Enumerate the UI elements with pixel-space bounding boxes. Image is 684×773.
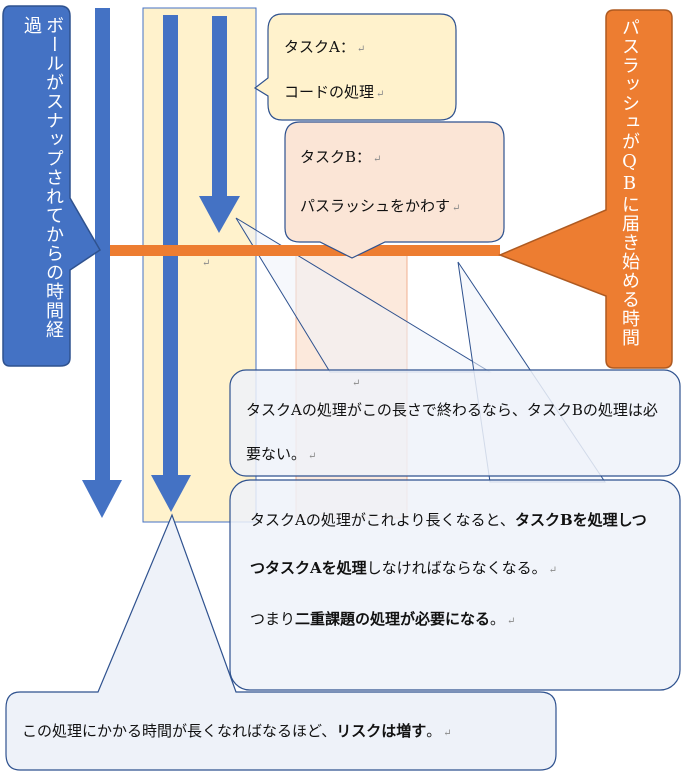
time-arrow-long	[82, 8, 122, 518]
task-b-box-shape	[284, 121, 505, 259]
right-banner-label: パスラッシュがQBに届き始める時間	[618, 18, 640, 358]
note2-paragraph2: つまり二重課題の処理が必要になる。↵	[250, 610, 516, 628]
task-b-body: パスラッシュをかわす↵	[300, 197, 461, 215]
note2-paragraph1: タスクAの処理がこれより長くなると、タスクBを処理しつつタスクAを処理しなければ…	[250, 511, 647, 577]
note1-text: タスクAの処理がこの長さで終わるなら、タスクBの処理は必要ない。↵	[246, 401, 658, 463]
left-banner-label: ボールがスナップされてからの時間経過	[20, 16, 64, 356]
left-banner-text: ボールがスナップされてからの時間経過	[21, 16, 64, 339]
task-a-body: コードの処理↵	[284, 83, 385, 101]
left-banner-shape	[2, 5, 102, 367]
task-a-box-shape	[253, 13, 457, 121]
pass-rush-time-bar	[110, 245, 500, 256]
task-a-title: タスクA：↵	[284, 38, 366, 56]
right-banner-text: パスラッシュがQBに届き始める時間	[619, 18, 640, 347]
paragraph-mark: ↵	[352, 378, 361, 389]
time-arrow-short	[199, 16, 240, 233]
task-b-title: タスクB：↵	[300, 148, 382, 166]
paragraph-mark: ↵	[202, 258, 211, 269]
task-a-text: タスクA：↵ コードの処理↵	[284, 34, 444, 108]
note3-text: この処理にかかる時間が長くなればなるほど、リスクは増す。↵	[22, 722, 452, 740]
right-banner-shape	[498, 9, 673, 369]
note2-text: タスクAの処理がこれより長くなると、タスクBを処理しつつタスクAを処理しなければ…	[250, 496, 660, 646]
note1-box-shape	[229, 369, 681, 477]
task-b-text: タスクB：↵ パスラッシュをかわす↵	[300, 144, 500, 222]
note2-box-shape	[229, 479, 681, 691]
note3-box-shape	[5, 513, 557, 771]
